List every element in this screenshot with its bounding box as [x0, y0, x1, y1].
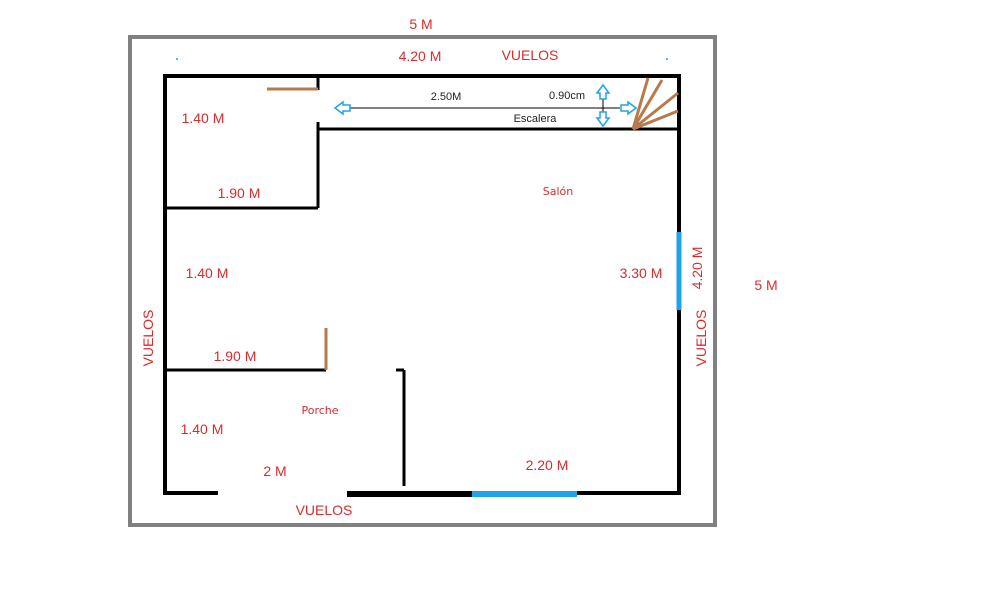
stair-length-label: 2.50M: [431, 91, 462, 103]
room-middle-left-width: 1.90 M: [214, 348, 257, 364]
vuelos-right-label: VUELOS: [693, 310, 709, 367]
arrow-up-icon: [595, 83, 611, 100]
stair-width-label: 0.90cm: [549, 90, 585, 102]
living-room-label: Salón: [543, 185, 574, 198]
arrow-right-icon: [620, 100, 638, 116]
arrow-left-icon: [333, 100, 351, 116]
exterior-walls: [163, 74, 681, 495]
corner-mark-right: [666, 58, 668, 60]
outer-height-label: 5 M: [754, 277, 777, 293]
bottom-window-width-label: 2.20 M: [526, 457, 569, 473]
living-height-label: 3.30 M: [620, 265, 663, 281]
arrow-down-icon: [595, 111, 611, 128]
vuelos-top-label: VUELOS: [502, 47, 559, 63]
room-top-left-width: 1.90 M: [218, 185, 261, 201]
interior-walls: [165, 76, 679, 486]
right-height-label: 4.20 M: [689, 247, 705, 290]
outer-lot-border: [128, 35, 717, 527]
top-width-label: 4.20 M: [399, 48, 442, 64]
stair-symbol: [631, 77, 679, 131]
porch-label: Porche: [301, 404, 338, 417]
outer-width-label: 5 M: [409, 16, 432, 32]
room-bottom-left-height: 1.40 M: [181, 421, 224, 437]
stair-name-label: Escalera: [514, 113, 558, 125]
room-top-left-height: 1.40 M: [182, 110, 225, 126]
vuelos-left-label: VUELOS: [140, 310, 156, 367]
room-middle-left-height: 1.40 M: [186, 265, 229, 281]
vuelos-bottom-label: VUELOS: [296, 502, 353, 518]
room-bottom-left-width: 2 M: [263, 463, 286, 479]
corner-mark-left: [176, 58, 178, 60]
